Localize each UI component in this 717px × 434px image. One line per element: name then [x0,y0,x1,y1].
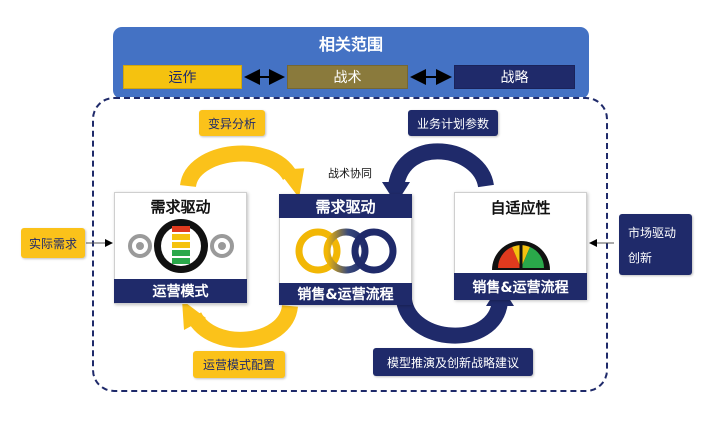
ops-card-title: 需求驱动 [150,197,211,216]
tactical-coordination-label: 战术协同 [328,167,372,180]
sales-card-footer: 销售&运营流程 [279,283,412,305]
market-driven-box: 市场驱动 创新 [619,214,692,275]
adaptive-card-title: 自适应性 [490,198,551,217]
market-driven-label: 市场驱动 [628,225,677,240]
innovation-label: 创新 [628,250,653,265]
business-plan-params-label: 业务计划参数 [408,110,498,136]
model-projection-label: 模型推演及创新战略建议 [373,348,533,376]
ops-model-config-label: 运营模式配置 [193,351,285,378]
ops-card-footer: 运营模式 [114,279,247,303]
change-analysis-label: 变异分析 [199,110,265,136]
gauge-icon [492,241,550,270]
gears-icon [128,219,234,273]
level-operations: 运作 [123,65,242,89]
level-tactics: 战术 [287,65,408,89]
actual-demand-label: 实际需求 [21,228,85,258]
adaptive-card-footer: 销售&运营流程 [454,273,587,300]
sales-card-title: 需求驱动 [279,194,412,218]
level-strategy: 战略 [454,65,575,89]
cycle-icon [295,228,397,274]
scope-title: 相关范围 [318,35,383,54]
